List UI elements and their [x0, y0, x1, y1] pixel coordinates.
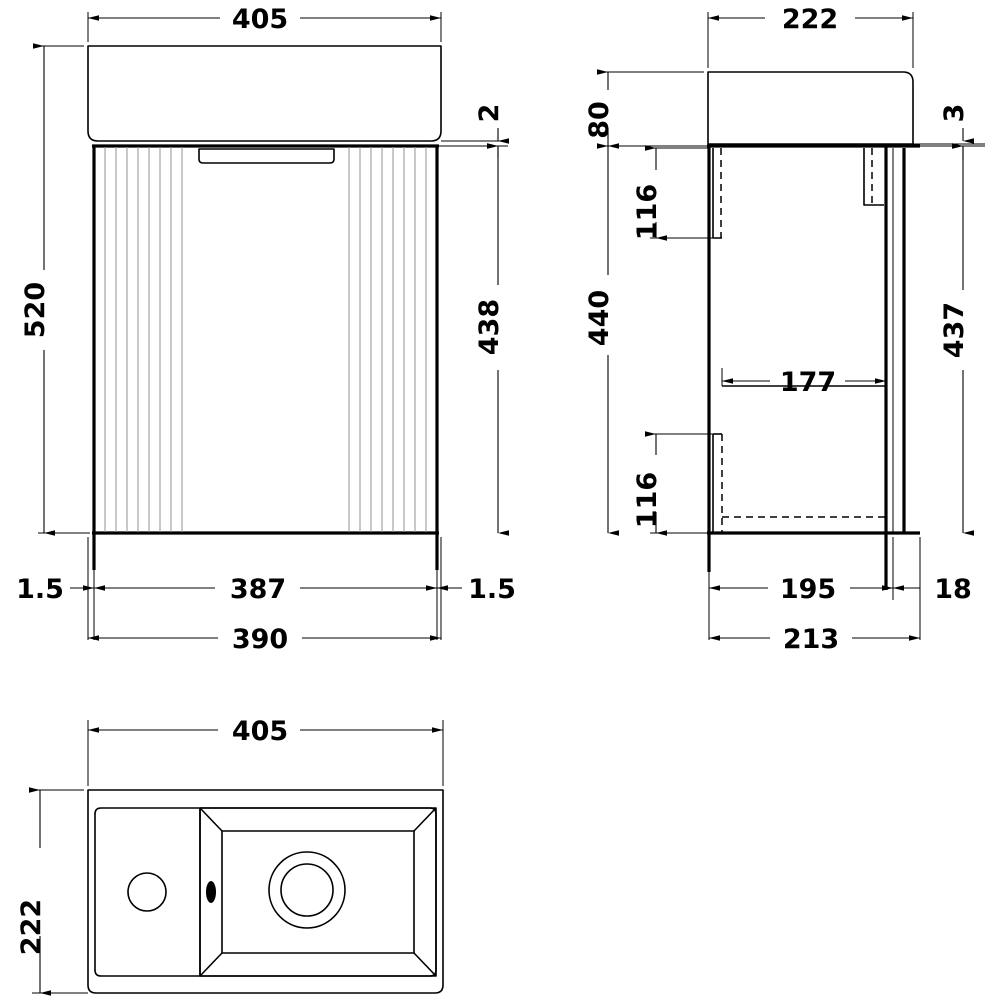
plan-waste-inner-ring: [280, 863, 334, 917]
plan-basin-outline: [87, 789, 444, 994]
dim-label-222-top: 222: [782, 4, 838, 35]
side-basin-outline: [707, 71, 914, 145]
dim-label-116-top: 116: [632, 184, 663, 240]
dim-side-basin-height: 80: [584, 69, 707, 149]
plan-overflow-slot: [206, 881, 216, 903]
dim-label-520: 520: [20, 282, 51, 338]
dim-label-213: 213: [783, 624, 839, 655]
dim-side-shelf-width: 177: [721, 367, 887, 398]
dim-label-387: 387: [230, 574, 286, 605]
dim-side-bottom-group: 195 18 213: [707, 533, 972, 655]
dim-label-1p5-left: 1.5: [16, 574, 64, 605]
dim-side-cabinet-height: 440: [584, 143, 619, 536]
plan-bowl-bevels: [199, 807, 437, 977]
dim-side-door-height: 437: [939, 143, 974, 536]
side-bottom-hinge: [712, 433, 723, 533]
plan-basin-ledge: [94, 807, 437, 977]
front-door-handle: [198, 148, 335, 164]
side-top-hinge-back: [712, 148, 722, 239]
front-door-flutes-right: [348, 147, 427, 532]
front-elevation-view: 405 520 2 438: [16, 4, 516, 655]
plan-bowl-base: [221, 830, 415, 954]
side-shelf-outline: [722, 385, 886, 518]
dim-plan-width: 405: [87, 716, 444, 786]
top-plan-view: 405 222: [16, 716, 444, 996]
dim-side-basin-lip: 3: [913, 104, 985, 160]
dim-label-1p5-right: 1.5: [468, 574, 516, 605]
dim-label-438: 438: [474, 299, 505, 355]
dim-front-overall-height: 520: [20, 43, 90, 536]
dim-label-3: 3: [939, 104, 970, 123]
dim-label-390: 390: [232, 624, 288, 655]
dim-label-80: 80: [584, 101, 615, 139]
side-elevation-view: 222 80 3 437 440: [584, 4, 985, 655]
plan-waste-outer-ring: [268, 851, 346, 929]
dim-front-bottom-group: 387 1.5 1.5 390: [16, 533, 516, 655]
dim-front-door-height: 438: [474, 143, 509, 536]
dim-label-405-top: 405: [232, 4, 288, 35]
dim-label-405-plan: 405: [232, 716, 288, 747]
front-door-flutes-left: [104, 147, 183, 532]
dim-side-basin-depth: 222: [707, 4, 914, 68]
dim-label-18: 18: [934, 574, 972, 605]
plan-tap-hole: [127, 872, 167, 912]
dim-label-116-bottom: 116: [632, 472, 663, 528]
dim-front-basin-width: 405: [87, 4, 442, 42]
dim-side-bottom-hinge: 116: [632, 431, 713, 536]
dim-label-2: 2: [474, 104, 505, 123]
dim-front-overhang: 2: [439, 104, 509, 158]
dim-label-222-plan: 222: [16, 899, 47, 955]
side-top-hinge-front: [863, 148, 884, 206]
dim-label-440: 440: [584, 290, 615, 346]
plan-bowl-rim: [199, 807, 437, 977]
dim-label-437: 437: [939, 302, 970, 358]
dim-side-top-hinge: 116: [632, 145, 713, 241]
front-basin-outline: [87, 45, 442, 142]
dim-label-195: 195: [780, 574, 836, 605]
dim-plan-depth: 222: [16, 787, 88, 996]
dim-label-177: 177: [780, 367, 836, 398]
